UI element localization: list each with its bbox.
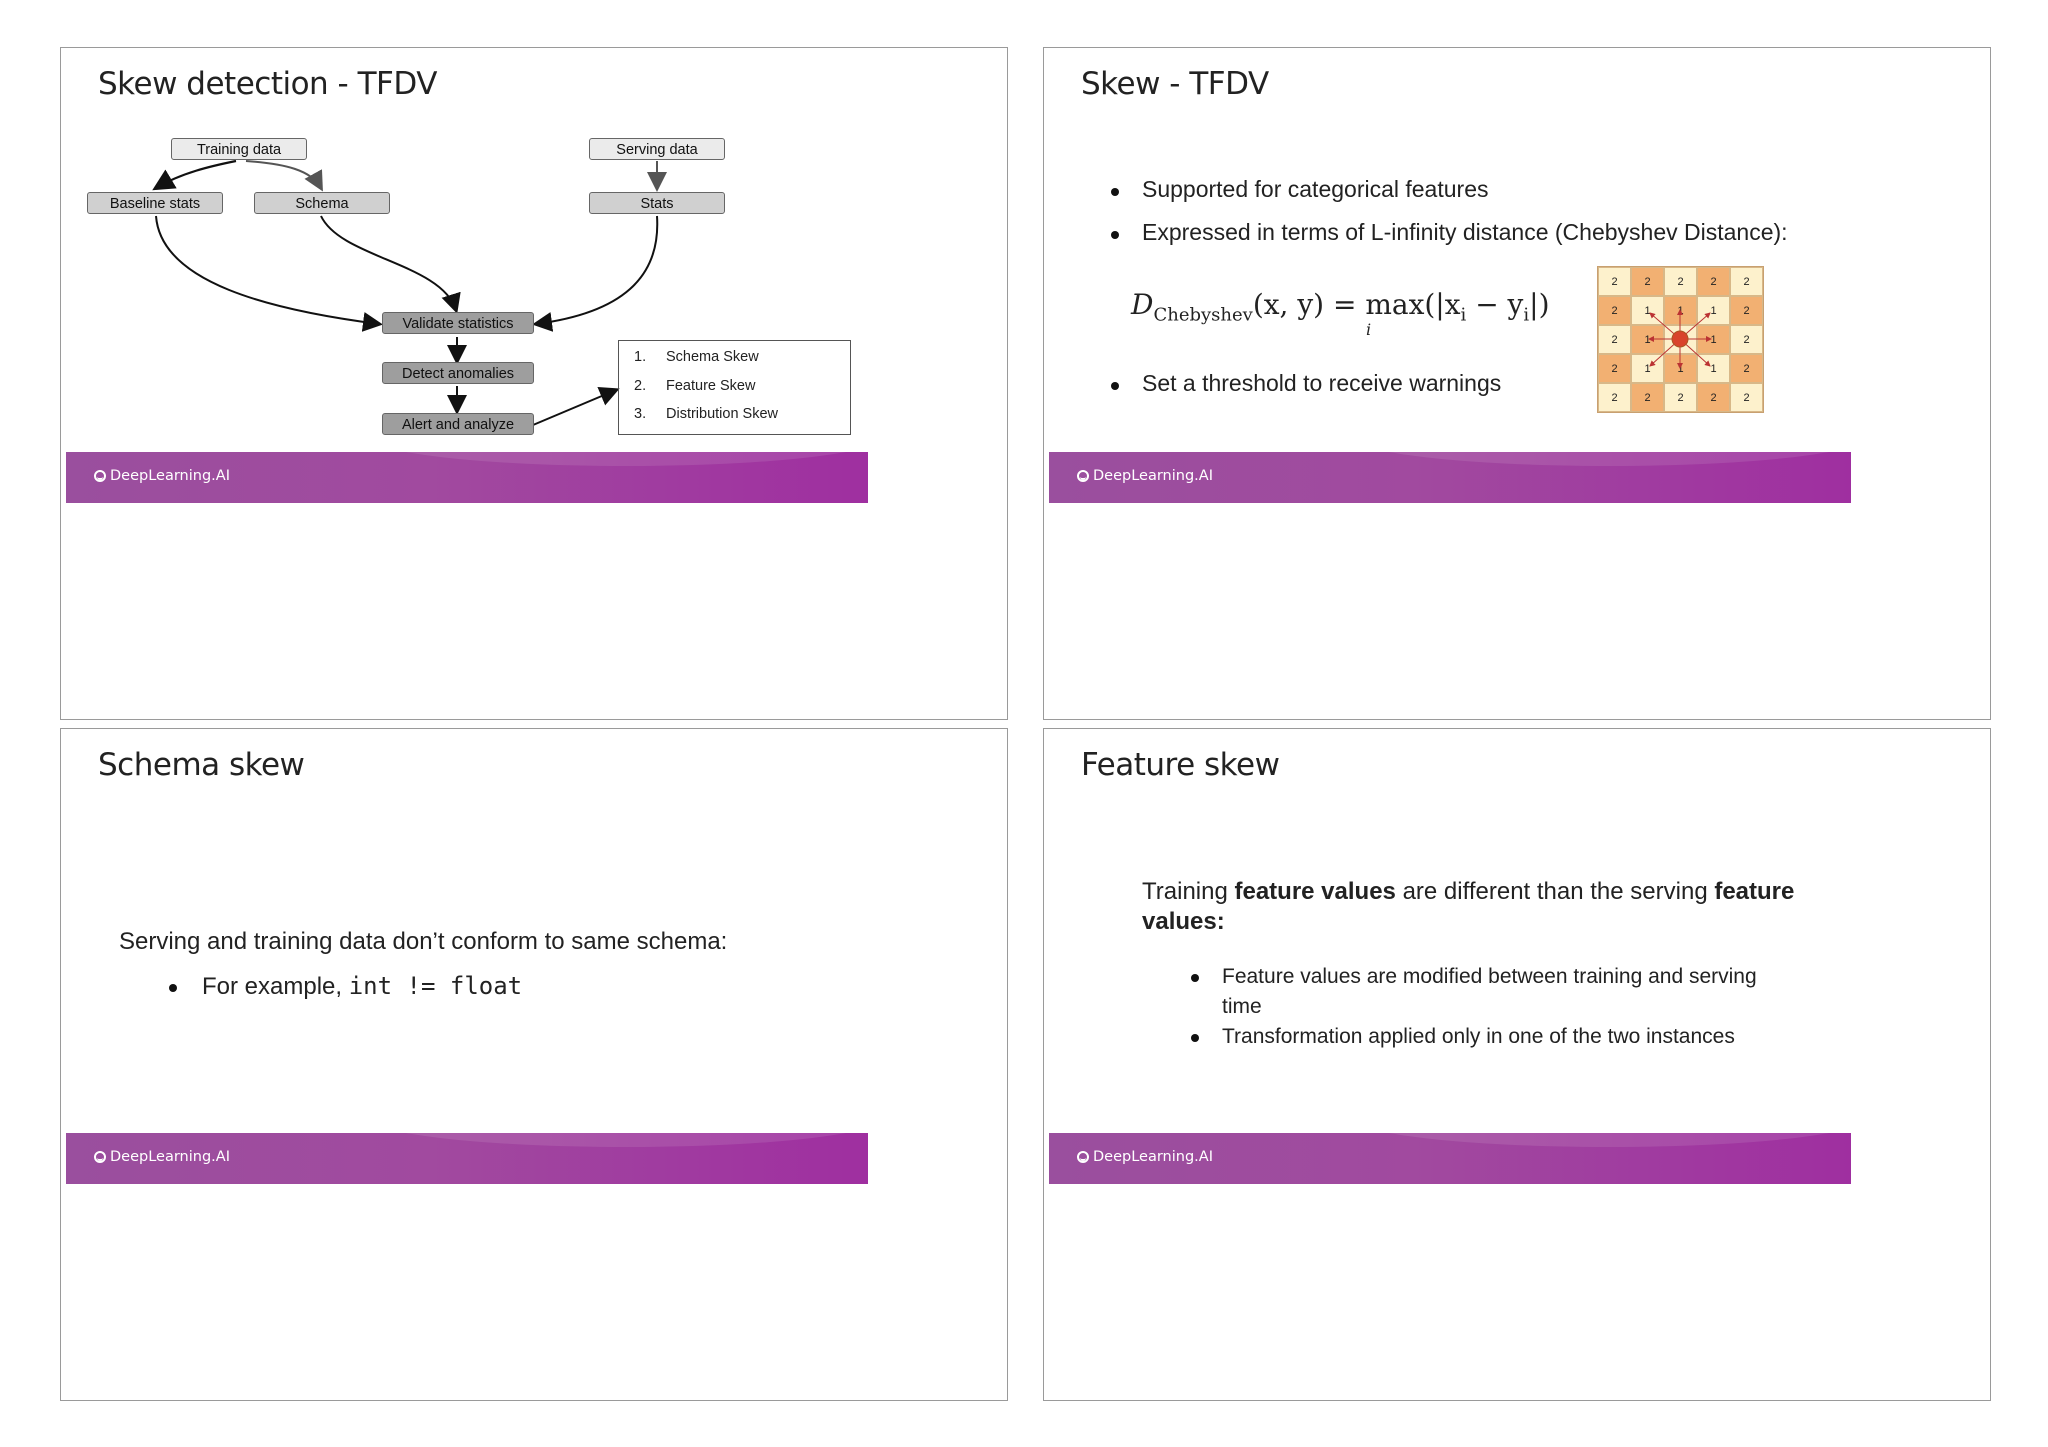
grid-cell: 2	[1697, 267, 1730, 296]
deeplearning-logo: DeepLearning.AI	[1077, 468, 1213, 484]
chebyshev-formula: DChebyshev(x, y) = max(|xi − yi|) i	[1131, 288, 1550, 339]
node-baseline-stats: Baseline stats	[87, 192, 223, 214]
list-item: Supported for categorical features	[1109, 176, 1788, 219]
grid-cell: 2	[1664, 267, 1697, 296]
grid-cell: 2	[1730, 325, 1763, 354]
grid-cell: 2	[1730, 354, 1763, 383]
list-item: For example, int != float	[167, 972, 522, 1001]
grid-cell: 2	[1598, 296, 1631, 325]
grid-cell: 2	[1697, 383, 1730, 412]
slide-title: Skew detection - TFDV	[98, 66, 437, 102]
slide-schema-skew: Schema skew Serving and training data do…	[60, 728, 1008, 1401]
grid-cell: 2	[1598, 354, 1631, 383]
list-item: Set a threshold to receive warnings	[1109, 370, 1501, 397]
deeplearning-logo: DeepLearning.AI	[1077, 1149, 1213, 1165]
deeplearning-logo-icon	[1077, 1151, 1089, 1163]
grid-cell: 2	[1598, 325, 1631, 354]
node-detect-anomalies: Detect anomalies	[382, 362, 534, 384]
code-snippet: int != float	[348, 972, 523, 1000]
slide-feature-skew: Feature skew Training feature values are…	[1043, 728, 1991, 1401]
skew-types-list: 1.Schema Skew 2.Feature Skew 3.Distribut…	[618, 340, 851, 435]
grid-cell: 2	[1664, 383, 1697, 412]
node-schema: Schema	[254, 192, 390, 214]
bullet-list: Feature values are modified between trai…	[1189, 962, 1789, 1052]
list-item: Transformation applied only in one of th…	[1189, 1022, 1789, 1052]
grid-cell: 2	[1631, 383, 1664, 412]
slide-title: Schema skew	[98, 747, 305, 783]
grid-cell: 2	[1598, 383, 1631, 412]
bullet-list: Supported for categorical features Expre…	[1109, 176, 1788, 246]
grid-cell: 2	[1730, 267, 1763, 296]
bullet-list-threshold: Set a threshold to receive warnings	[1109, 370, 1501, 397]
deeplearning-logo: DeepLearning.AI	[94, 468, 230, 484]
slide-footer: DeepLearning.AI	[1049, 452, 1851, 503]
grid-cell: 2	[1631, 267, 1664, 296]
list-item: 3.Distribution Skew	[634, 406, 779, 422]
feature-skew-statement: Training feature values are different th…	[1142, 878, 1795, 935]
deeplearning-logo-icon	[94, 1151, 106, 1163]
slide-title: Skew - TFDV	[1081, 66, 1269, 102]
slide-skew-detection: Skew detection - TFDV Training data Serv…	[60, 47, 1008, 720]
pipeline-arrows	[152, 159, 667, 426]
node-training-data: Training data	[171, 138, 307, 160]
deeplearning-logo: DeepLearning.AI	[94, 1149, 230, 1165]
deeplearning-logo-icon	[94, 470, 106, 482]
chebyshev-center-overlay	[1648, 309, 1712, 369]
node-alert-and-analyze: Alert and analyze	[382, 413, 534, 435]
node-validate-statistics: Validate statistics	[382, 312, 534, 334]
schema-skew-text: Serving and training data don’t conform …	[119, 928, 728, 955]
node-stats: Stats	[589, 192, 725, 214]
slide-skew-tfdv: Skew - TFDV Supported for categorical fe…	[1043, 47, 1991, 720]
slide-footer: DeepLearning.AI	[66, 1133, 868, 1184]
grid-cell: 1	[1697, 296, 1730, 325]
deeplearning-logo-icon	[1077, 470, 1089, 482]
bullet-list: For example, int != float	[167, 972, 522, 1001]
list-item: Feature values are modified between trai…	[1189, 962, 1789, 1022]
slide-footer: DeepLearning.AI	[1049, 1133, 1851, 1184]
node-serving-data: Serving data	[589, 138, 725, 160]
grid-cell: 2	[1730, 383, 1763, 412]
grid-cell: 1	[1631, 296, 1664, 325]
slide-title: Feature skew	[1081, 747, 1280, 783]
slide-footer: DeepLearning.AI	[66, 452, 868, 503]
list-item: 2.Feature Skew	[634, 377, 756, 394]
list-item: 1.Schema Skew	[634, 349, 759, 365]
grid-cell: 2	[1730, 296, 1763, 325]
grid-cell: 2	[1598, 267, 1631, 296]
list-item: Expressed in terms of L-infinity distanc…	[1109, 219, 1788, 246]
